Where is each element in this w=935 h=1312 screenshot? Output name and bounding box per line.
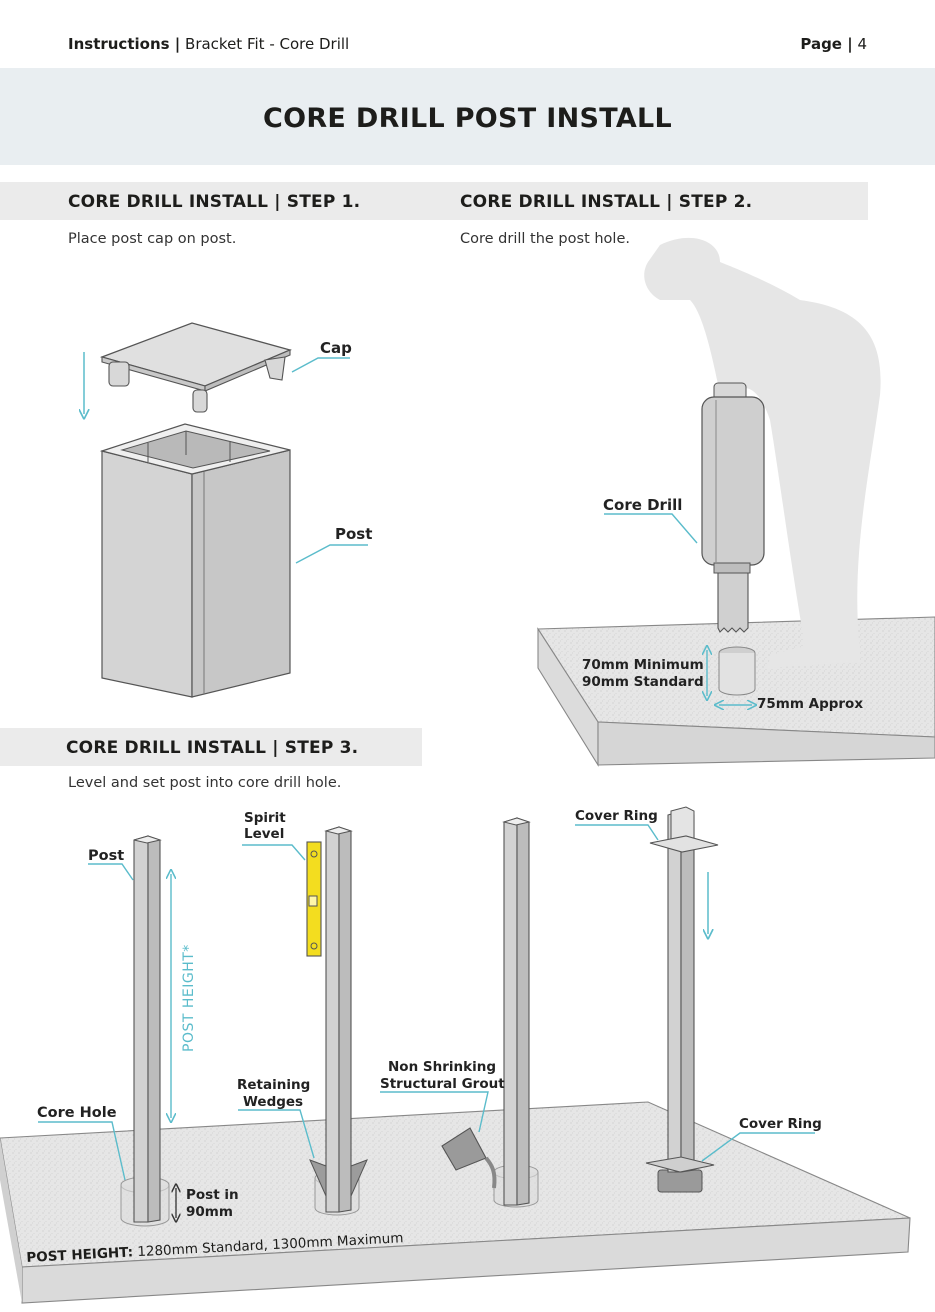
document-header-right: Page | 4 <box>800 35 867 53</box>
post-leader-line-3 <box>88 863 134 881</box>
person-silhouette <box>644 237 881 668</box>
step1-post-illustration <box>99 423 291 698</box>
header-label: Instructions | <box>68 35 181 53</box>
cap-label: Cap <box>320 339 352 357</box>
page-number: 4 <box>852 35 867 53</box>
width-label: 75mm Approx <box>757 696 864 712</box>
header-doc-title: Bracket Fit - Core Drill <box>180 35 350 53</box>
step2-core-hole <box>718 646 756 696</box>
step3-post-2 <box>309 826 368 1216</box>
cover-ring-top-label: Cover Ring <box>575 808 658 824</box>
post-in-label-line1: Post in <box>186 1187 239 1203</box>
post-label-step3: Post <box>88 848 125 864</box>
core-drill-leader-line <box>604 513 698 544</box>
spirit-level-label-line2: Level <box>244 826 285 842</box>
grout-label-line1: Non Shrinking <box>388 1059 496 1075</box>
core-hole-label: Core Hole <box>37 1105 117 1121</box>
post-height-vertical-label: POST HEIGHT* <box>181 944 197 1052</box>
step1-description: Place post cap on post. <box>68 231 237 247</box>
step1-cap-illustration <box>99 322 292 413</box>
step2-title: CORE DRILL INSTALL | STEP 2. <box>460 192 753 212</box>
steps-1-2-band <box>0 182 868 220</box>
post-leader-line <box>295 544 368 564</box>
depth-label-line1: 70mm Minimum <box>582 657 704 673</box>
post-label: Post <box>335 525 373 543</box>
page-label: Page | <box>800 35 853 53</box>
step3-description: Level and set post into core drill hole. <box>68 775 342 791</box>
depth-label-line2: 90mm Standard <box>582 674 704 690</box>
grout-label-line2: Structural Grout <box>380 1076 505 1092</box>
cover-ring-bottom-label: Cover Ring <box>739 1116 822 1132</box>
grout-bucket <box>441 1127 497 1189</box>
title-band: CORE DRILL POST INSTALL <box>0 68 935 165</box>
spirit-level-label-line1: Spirit <box>244 810 286 826</box>
cover-ring-top-leader-line <box>575 824 659 841</box>
core-drill-label: Core Drill <box>603 496 683 514</box>
post-in-label-line2: 90mm <box>186 1204 233 1220</box>
step3-title: CORE DRILL INSTALL | STEP 3. <box>66 738 359 758</box>
cover-ring-bottom-leader-line <box>701 1132 815 1162</box>
step3-post-3 <box>493 817 539 1208</box>
wedges-leader-line <box>238 1109 315 1159</box>
spirit-level-leader-line <box>242 844 306 861</box>
step1-title: CORE DRILL INSTALL | STEP 1. <box>68 192 361 212</box>
step3-post-1 <box>120 835 170 1227</box>
spirit-level <box>306 841 322 957</box>
retaining-wedges-label-line1: Retaining <box>237 1077 311 1093</box>
grout-leader-line <box>380 1091 489 1133</box>
step2-description: Core drill the post hole. <box>460 231 630 247</box>
cap-leader-line <box>291 357 350 373</box>
page-title: CORE DRILL POST INSTALL <box>262 103 673 134</box>
retaining-wedges-label-line2: Wedges <box>243 1094 304 1110</box>
document-header-left: Instructions | Bracket Fit - Core Drill <box>68 35 349 53</box>
core-drill-machine <box>701 382 765 633</box>
step3-band <box>0 728 422 766</box>
core-hole-leader-line <box>38 1121 126 1181</box>
step3-post-4 <box>645 806 719 1193</box>
